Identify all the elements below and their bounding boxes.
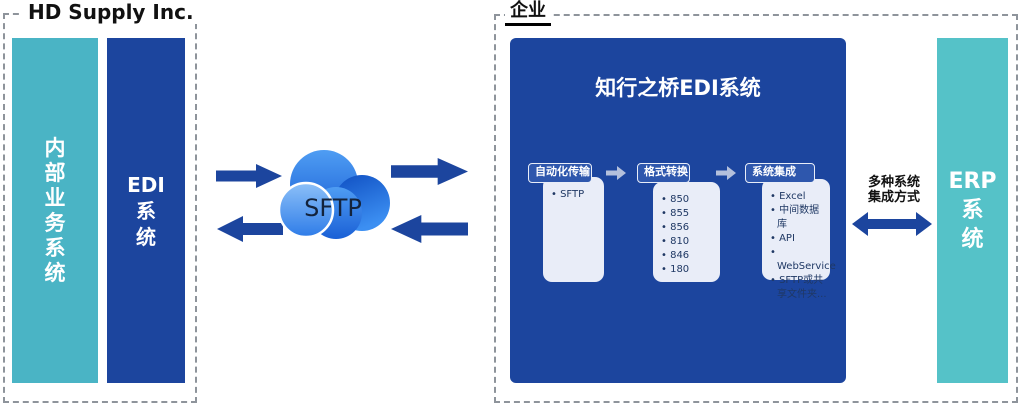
system-integration-list: Excel 中间数据库 API WebService SFTP或共享文件夹... <box>762 179 836 302</box>
label-line: 内 <box>44 135 66 160</box>
list-item: 中间数据库 <box>770 204 827 232</box>
format-conversion-list: 850 855 856 810 846 180 <box>653 182 720 277</box>
erp-system-label: ERP 系 统 <box>948 167 996 254</box>
arrow-left-bottom-right-icon <box>391 215 468 243</box>
label-line: 统 <box>44 260 66 285</box>
hd-supply-title: HD Supply Inc. <box>20 0 202 24</box>
edi-system-label: EDI 系 统 <box>127 172 165 250</box>
label-line: ERP <box>948 169 997 194</box>
list-item: WebService <box>770 246 836 274</box>
label-line: 系 <box>961 198 984 223</box>
edi-system-bar: EDI 系 统 <box>107 38 185 383</box>
list-item: SFTP或共享文件夹... <box>770 274 827 302</box>
internal-business-system-bar: 内 部 业 务 系 统 <box>12 38 98 383</box>
enterprise-title: 企业 <box>505 1 551 26</box>
sftp-cloud-icon: SFTP <box>278 150 390 239</box>
list-item: 810 <box>661 235 717 249</box>
label-line: 集成方式 <box>867 190 920 205</box>
list-item: 855 <box>661 207 717 221</box>
label-line: 部 <box>44 160 66 185</box>
list-item: 850 <box>661 193 717 207</box>
enterprise-group-border <box>494 14 1018 403</box>
erp-system-bar: ERP 系 统 <box>937 38 1008 383</box>
internal-business-system-label: 内 部 业 务 系 统 <box>45 136 66 286</box>
arrow-left-bottom-left-icon <box>217 216 283 242</box>
double-headed-arrow-icon <box>852 212 932 236</box>
column-header-system-integration: 系统集成 <box>745 163 815 183</box>
label-line: 统 <box>961 227 984 252</box>
list-item: 180 <box>661 263 717 277</box>
label-line: 务 <box>44 210 66 235</box>
label-line: 系 <box>44 235 66 260</box>
label-line: 多种系统 <box>867 175 920 190</box>
list-item: SFTP <box>551 188 601 202</box>
automated-transfer-list: SFTP <box>543 177 604 202</box>
system-integration-card: Excel 中间数据库 API WebService SFTP或共享文件夹... <box>762 179 836 300</box>
column-header-format-conversion: 格式转换 <box>637 163 690 183</box>
label-line: 系 <box>136 198 156 223</box>
list-item: API <box>770 232 827 246</box>
list-item: 846 <box>661 249 717 263</box>
zhixing-bridge-edi-box: 知行之桥EDI系统 自动化传输 SFTP 格式转换 850 855 856 81… <box>510 38 846 383</box>
format-conversion-card: 850 855 856 810 846 180 <box>653 182 720 282</box>
edi-box-title: 知行之桥EDI系统 <box>595 76 761 100</box>
arrow-right-top-right-icon <box>391 158 468 185</box>
label-line: 统 <box>136 224 156 249</box>
list-item: 856 <box>661 221 717 235</box>
cloud-label: SFTP <box>304 194 362 222</box>
flow-arrow-icon <box>716 166 736 180</box>
flow-arrow-icon <box>606 166 626 180</box>
label-line: 业 <box>44 185 66 210</box>
arrow-right-top-left-icon <box>216 164 282 188</box>
automated-transfer-card: SFTP <box>543 177 604 282</box>
integration-methods-label: 多种系统 集成方式 <box>853 175 935 205</box>
label-line: EDI <box>127 172 165 197</box>
column-header-automated-transfer: 自动化传输 <box>528 163 592 183</box>
list-item: Excel <box>770 190 827 204</box>
